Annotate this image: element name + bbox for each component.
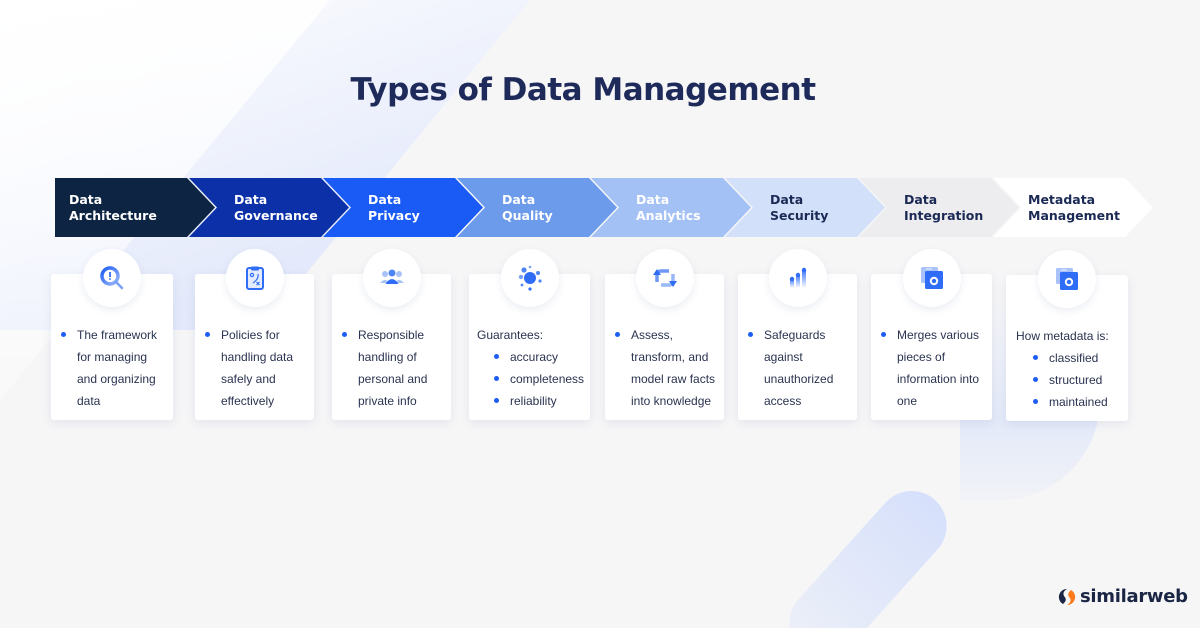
step-data-quality: Data Quality xyxy=(457,178,617,237)
background-bar-shape xyxy=(775,476,962,628)
bullet-item: Policies for handling data safely and ef… xyxy=(205,324,308,412)
bullet-item: Assess, transform, and model raw facts i… xyxy=(615,324,718,412)
card-data-security: Safeguards against unauthorized access xyxy=(738,249,857,420)
card-data-architecture: The framework for managing and organizin… xyxy=(51,249,173,420)
card-data-governance: Policies for handling data safely and ef… xyxy=(195,249,314,420)
clipboard-strategy-icon xyxy=(245,266,264,290)
step-label: Data Privacy xyxy=(368,192,420,223)
step-label: Data Quality xyxy=(502,192,553,223)
card-metadata-management: How metadata is: classified structured m… xyxy=(1006,250,1128,421)
network-nodes-icon xyxy=(518,265,542,291)
step-label: Data Architecture xyxy=(69,192,157,223)
bullet-item: classified xyxy=(1016,347,1122,369)
bullet-item: completeness xyxy=(477,368,584,390)
bullet-item: The framework for managing and organizin… xyxy=(61,324,167,412)
card-data-analytics: Assess, transform, and model raw facts i… xyxy=(605,249,724,420)
step-label: Data Integration xyxy=(904,192,984,223)
icon-badge xyxy=(768,249,827,307)
signal-bars-icon xyxy=(789,267,806,288)
card-data-quality: Guarantees: accuracy completeness reliab… xyxy=(469,249,590,420)
step-label: Data Governance xyxy=(234,192,318,223)
icon-badge xyxy=(902,249,961,307)
bullet-item: accuracy xyxy=(477,346,584,368)
bullet-item: reliability xyxy=(477,390,584,412)
step-label: Data Security xyxy=(770,192,829,223)
icon-badge xyxy=(1038,250,1096,308)
process-chevron-row: Data Architecture Data Governance Data P… xyxy=(55,178,1153,237)
icon-badge xyxy=(225,249,284,307)
step-label: Data Analytics xyxy=(636,192,701,223)
card-data-privacy: Responsible handling of personal and pri… xyxy=(332,249,451,420)
card-body: Policies for handling data safely and ef… xyxy=(205,324,308,412)
icon-badge xyxy=(635,249,694,307)
bullet-item: Merges various pieces of information int… xyxy=(881,324,986,412)
icon-badge xyxy=(362,249,421,307)
step-data-governance: Data Governance xyxy=(189,178,349,237)
window-gear-icon xyxy=(920,267,943,289)
icon-badge xyxy=(500,249,559,307)
card-body: Assess, transform, and model raw facts i… xyxy=(615,324,718,412)
page-title: Types of Data Management xyxy=(350,72,816,108)
card-body: The framework for managing and organizin… xyxy=(61,324,167,412)
people-group-icon xyxy=(379,269,404,284)
step-label: Metadata Management xyxy=(1028,192,1121,223)
card-body: Safeguards against unauthorized access xyxy=(748,324,851,412)
card-intro: Guarantees: xyxy=(477,328,544,342)
icon-badge xyxy=(83,249,141,307)
card-body: Guarantees: accuracy completeness reliab… xyxy=(477,324,584,412)
bullet-item: Safeguards against unauthorized access xyxy=(748,324,851,412)
magnifier-icon xyxy=(100,266,124,290)
card-data-integration: Merges various pieces of information int… xyxy=(871,249,992,420)
card-body: How metadata is: classified structured m… xyxy=(1016,325,1122,413)
bullet-item: maintained xyxy=(1016,391,1122,413)
bullet-item: structured xyxy=(1016,369,1122,391)
card-body: Responsible handling of personal and pri… xyxy=(342,324,445,412)
step-data-architecture: Data Architecture xyxy=(55,178,215,237)
window-gear-icon xyxy=(1056,268,1078,290)
bullet-item: Responsible handling of personal and pri… xyxy=(342,324,445,412)
step-data-privacy: Data Privacy xyxy=(323,178,483,237)
similarweb-mark-icon xyxy=(1058,588,1076,605)
logo-text: similarweb xyxy=(1080,586,1188,607)
refresh-cycle-icon xyxy=(652,269,677,287)
card-body: Merges various pieces of information int… xyxy=(881,324,986,412)
card-intro: How metadata is: xyxy=(1016,329,1109,343)
similarweb-logo: similarweb xyxy=(1058,586,1188,607)
